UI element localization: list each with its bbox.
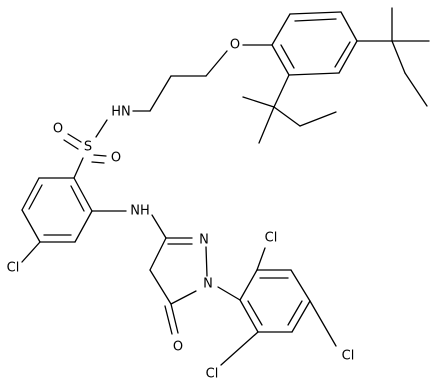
bond-lines (21, 7, 430, 366)
atom-cl-right: Cl (342, 349, 355, 364)
atom-n-pyrazole-1: N (199, 233, 209, 248)
atom-n-pyrazole-2: N (203, 277, 213, 292)
atom-o-ether: O (230, 38, 240, 53)
atom-cl-benzene: Cl (7, 261, 20, 276)
atom-cl-top: Cl (265, 231, 278, 246)
atom-nh-amine: NH (130, 204, 150, 219)
atom-cl-bottom: Cl (206, 367, 219, 381)
atom-labels: O HN S O O NH N N Cl O Cl Cl Cl (7, 38, 355, 381)
atom-nh-amide: HN (111, 105, 131, 120)
atom-sulfur: S (84, 140, 92, 155)
atom-o-sulfonyl-bottom: O (111, 151, 121, 166)
atom-o-keto: O (173, 340, 183, 355)
atom-o-sulfonyl-left: O (53, 122, 63, 137)
